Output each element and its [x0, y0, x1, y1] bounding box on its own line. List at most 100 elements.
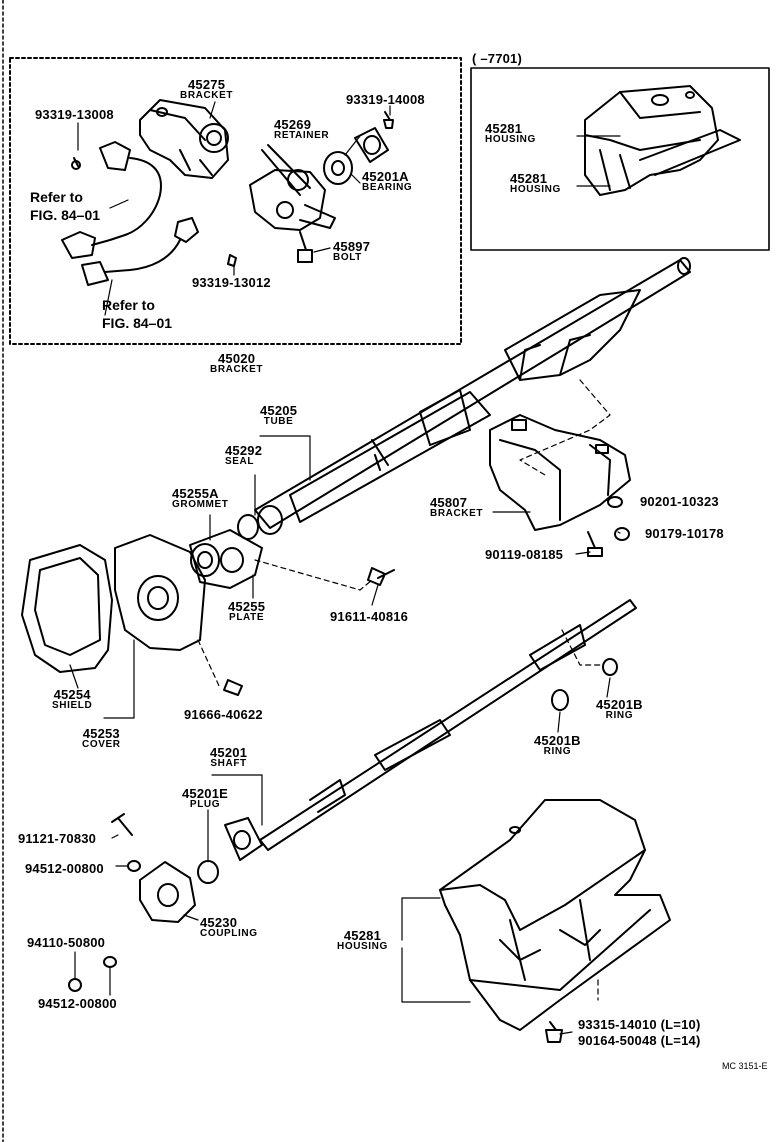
part-label-45253: 45253 COVER [82, 727, 121, 750]
part-number: 45201A [362, 169, 409, 184]
grommet-45255a-drawing [190, 543, 220, 577]
figure-code: MC 3151-E [722, 1061, 768, 1071]
part-name: BOLT [333, 252, 362, 263]
part-label-45255: 45255 PLATE [228, 600, 265, 623]
cover-45253-drawing [114, 534, 206, 651]
part-name: COUPLING [200, 928, 258, 939]
nut-94512-00800-b [103, 956, 117, 968]
part-name: BEARING [362, 182, 413, 193]
part-label-94512-00800-b: 94512-00800 [38, 996, 117, 1011]
part-label-90119-08185: 90119-08185 [485, 547, 564, 562]
bolt-91666-40622 [223, 679, 243, 696]
part-number: 45281 [343, 928, 382, 943]
part-label-45254: 45254 SHIELD [52, 688, 92, 711]
part-label-93319-13012: 93319-13012 [192, 275, 271, 290]
fig-ref-text: FIG. 84–01 [30, 207, 101, 223]
part-number: 45201B [596, 697, 643, 712]
part-label-45230: 45230 COUPLING [200, 916, 258, 939]
part-number: 45281 [510, 171, 548, 186]
plug-45201e-drawing [197, 860, 219, 884]
part-number: 45255A [172, 486, 219, 501]
part-name: HOUSING [337, 941, 388, 952]
upper-housing-inset-drawing [584, 85, 741, 196]
part-number: 45201 [210, 745, 248, 760]
nut-94512-00800-a [127, 860, 141, 872]
part-name: BRACKET [430, 508, 484, 519]
part-number: 45269 [274, 117, 312, 132]
part-label-93319-13008: 93319-13008 [35, 107, 114, 122]
part-name: RETAINER [274, 130, 330, 141]
part-label-45255a: 45255A GROMMET [172, 487, 228, 510]
switch-harness-drawing [61, 141, 199, 286]
refer-text: Refer to [102, 297, 155, 313]
part-number: 45897 [333, 239, 371, 254]
part-label-45269: 45269 RETAINER [274, 118, 329, 141]
part-label-93315-14010: 93315-14010 (L=10) [578, 1017, 701, 1032]
part-label-45292: 45292 SEAL [225, 444, 262, 467]
bolt-91611-40816 [367, 567, 395, 586]
part-number: 45253 [82, 726, 120, 741]
part-label-45281-inset-b: 45281 HOUSING [510, 172, 561, 195]
bolt-45897-drawing [297, 231, 313, 263]
part-name: RING [543, 746, 572, 757]
dashed-guides [197, 379, 611, 1001]
part-name: PLUG [189, 799, 221, 810]
part-label-91611-40816: 91611-40816 [330, 609, 409, 624]
part-label-90201-10323: 90201-10323 [640, 494, 719, 509]
part-name: TUBE [263, 416, 294, 427]
part-number: 45201E [182, 786, 229, 801]
lower-housing-45281-drawing [439, 799, 671, 1031]
inset-range-label: ( –7701) [472, 51, 523, 66]
ring-45201b-upper [602, 658, 618, 676]
shaft-45201-drawing [224, 599, 637, 861]
part-number: 45254 [53, 687, 91, 702]
part-name: COVER [82, 739, 121, 750]
part-name: SEAL [225, 456, 255, 467]
bracket-45275-drawing [139, 99, 229, 179]
part-label-45281-inset-a: 45281 HOUSING [485, 122, 536, 145]
ring-45201b-lower [551, 689, 569, 711]
part-label-45201e: 45201E PLUG [182, 787, 228, 810]
part-label-45201a: 45201A BEARING [362, 170, 412, 193]
part-label-90179-10178: 90179-10178 [645, 526, 724, 541]
part-name: SHAFT [210, 758, 247, 769]
tube-45205-drawing [254, 257, 691, 529]
screw-93319-14008 [383, 111, 394, 129]
refer-note-upper: Refer to FIG. 84–01 [30, 190, 100, 222]
part-number: 45230 [200, 915, 238, 930]
part-number: 45807 [430, 495, 468, 510]
inset-box-7701 [470, 67, 770, 251]
part-number: 45275 [187, 77, 226, 92]
part-label-91121-70830: 91121-70830 [18, 831, 97, 846]
group-box-45020 [9, 57, 462, 345]
part-label-94110-50800: 94110-50800 [27, 935, 106, 950]
seal-45292-drawing [237, 505, 283, 540]
bolt-90119-08185 [587, 531, 603, 557]
part-label-91666-40622: 91666-40622 [184, 707, 263, 722]
part-number: 45281 [485, 121, 523, 136]
part-label-45807: 45807 BRACKET [430, 496, 483, 519]
part-label-45201b-lower: 45201B RING [534, 734, 581, 757]
bracket-45807-drawing [489, 414, 631, 531]
screw-93319-13012 [227, 254, 237, 267]
screw-93315-90164 [545, 1021, 563, 1043]
nut-94110-50800 [68, 978, 82, 992]
part-number: 45201B [534, 733, 581, 748]
refer-note-lower: Refer to FIG. 84–01 [102, 298, 172, 330]
nut-90201-10323 [607, 496, 623, 508]
fig-ref-text: FIG. 84–01 [102, 315, 173, 331]
part-label-90164-50048: 90164-50048 (L=14) [578, 1033, 701, 1048]
part-name: HOUSING [510, 184, 561, 195]
part-name: PLATE [229, 612, 265, 623]
part-label-45020: 45020 BRACKET [210, 352, 263, 375]
part-name: RING [605, 710, 634, 721]
shield-45254-drawing [21, 544, 113, 673]
nut-90179-10178 [614, 527, 630, 541]
part-label-45201b-upper: 45201B RING [596, 698, 643, 721]
part-label-94512-00800-a: 94512-00800 [25, 861, 104, 876]
part-number: 45020 [217, 351, 256, 366]
coupling-45230-drawing [139, 861, 196, 923]
part-number: 45255 [228, 599, 266, 614]
part-name: HOUSING [485, 134, 536, 145]
